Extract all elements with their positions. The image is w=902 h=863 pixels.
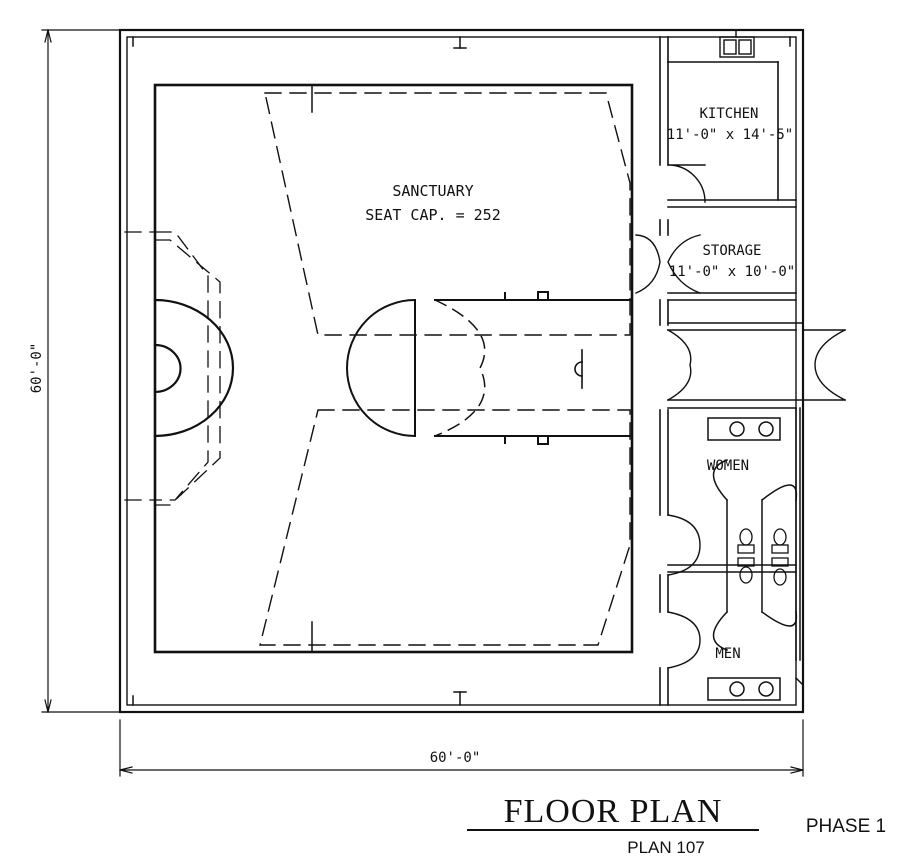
wall-markers bbox=[132, 36, 791, 706]
pulpit bbox=[153, 298, 235, 438]
kitchen-label: KITCHEN bbox=[699, 106, 758, 122]
storage-size: 11'-0" x 10'-0" bbox=[669, 264, 795, 280]
center-arc-dashed bbox=[434, 299, 486, 437]
platform-outline bbox=[124, 231, 221, 506]
width-dimension: 60'-0" bbox=[430, 750, 481, 766]
sanctuary-outline bbox=[153, 83, 634, 654]
women-label: WOMEN bbox=[707, 458, 749, 474]
door-swings bbox=[635, 164, 846, 669]
restroom-sinks bbox=[707, 417, 805, 701]
height-dimension: 60'-0" bbox=[29, 343, 45, 394]
kitchen-size: 11'-0" x 14'-5" bbox=[667, 127, 793, 143]
plan-number: PLAN 107 bbox=[627, 838, 705, 857]
seating-areas bbox=[259, 92, 631, 646]
sanctuary-capacity: SEAT CAP. = 252 bbox=[365, 206, 500, 224]
sanctuary-label: SANCTUARY bbox=[392, 182, 473, 200]
plan-title: FLOOR PLAN bbox=[504, 793, 723, 830]
toilets bbox=[737, 528, 789, 586]
baptistry-symbol bbox=[574, 349, 583, 389]
restroom-partitions bbox=[667, 407, 801, 661]
kitchen-sink bbox=[719, 29, 755, 58]
center-aisle bbox=[346, 291, 631, 445]
men-label: MEN bbox=[715, 646, 740, 662]
inner-wall bbox=[126, 36, 797, 706]
service-wing-walls bbox=[659, 36, 804, 706]
phase-label: PHASE 1 bbox=[806, 816, 886, 837]
storage-label: STORAGE bbox=[702, 243, 761, 259]
dimension-lines bbox=[41, 29, 804, 777]
outer-wall bbox=[118, 28, 805, 714]
